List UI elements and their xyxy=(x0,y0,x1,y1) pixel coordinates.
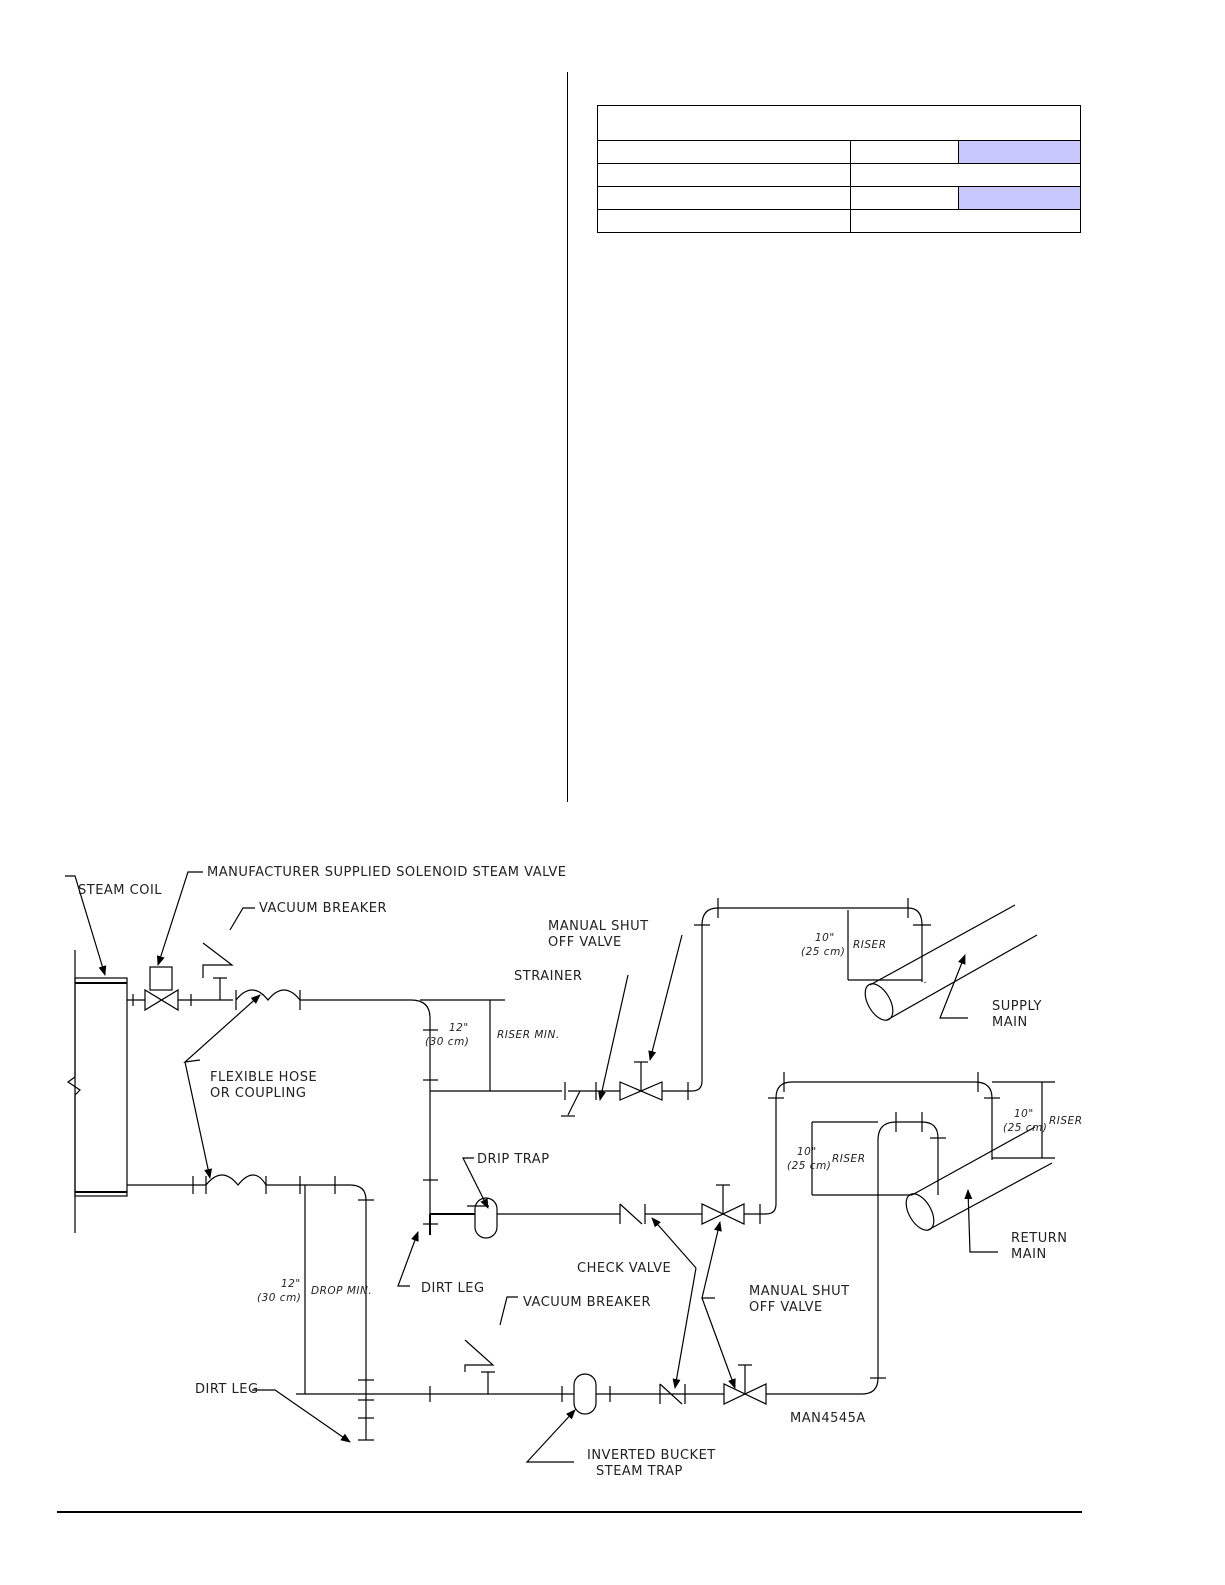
label-solenoid-valve: MANUFACTURER SUPPLIED SOLENOID STEAM VAL… xyxy=(207,865,567,880)
label-manual-shut-off-bottom-2: OFF VALVE xyxy=(749,1300,823,1315)
label-drop-cm: (30 cm) xyxy=(257,1292,301,1304)
column-divider xyxy=(567,72,568,802)
label-riser-inch: 12" xyxy=(449,1022,469,1034)
label-manual-shut-off-top-1: MANUAL SHUT xyxy=(548,919,649,934)
label-riser-right: RISER xyxy=(1049,1115,1083,1127)
label-dirt-leg-left: DIRT LEG xyxy=(195,1382,259,1397)
table-row xyxy=(597,209,1081,233)
label-drawing-number: MAN4545A xyxy=(790,1411,866,1426)
table-cell-highlight xyxy=(958,140,1081,164)
diagram-labels: STEAM COIL MANUFACTURER SUPPLIED SOLENOI… xyxy=(78,865,1083,1479)
leader-lines xyxy=(65,871,998,1463)
supply-main-pipe xyxy=(864,904,1038,1021)
label-check-valve: CHECK VALVE xyxy=(577,1261,671,1276)
piping-lines xyxy=(65,871,1055,1463)
label-riser-right-inch: 10" xyxy=(1014,1108,1034,1120)
label-supply-main-1: SUPPLY xyxy=(992,999,1042,1014)
table-row xyxy=(597,140,1081,164)
footer-rule xyxy=(57,1511,1082,1513)
supply-line xyxy=(127,898,931,1225)
label-riser-supply: RISER xyxy=(853,939,887,951)
table-cell-highlight xyxy=(958,186,1081,210)
label-vacuum-breaker-bottom: VACUUM BREAKER xyxy=(523,1295,651,1310)
label-drip-trap: DRIP TRAP xyxy=(477,1152,550,1167)
label-vacuum-breaker-top: VACUUM BREAKER xyxy=(259,901,387,916)
label-manual-shut-off-top-2: OFF VALVE xyxy=(548,935,622,950)
label-supply-main-2: MAIN xyxy=(992,1015,1028,1030)
dimension-lines xyxy=(296,910,1055,1395)
table-cell xyxy=(597,209,851,233)
label-inverted-bucket-1: INVERTED BUCKET xyxy=(587,1448,716,1463)
label-riser-min: RISER MIN. xyxy=(497,1029,560,1041)
label-riser-return-cm: (25 cm) xyxy=(787,1160,831,1172)
table-cell xyxy=(850,209,1081,233)
label-riser-supply-cm: (25 cm) xyxy=(801,946,845,958)
label-return-main-2: MAIN xyxy=(1011,1247,1047,1262)
drip-trap-line xyxy=(429,1072,1000,1239)
label-riser-right-cm: (25 cm) xyxy=(1003,1122,1047,1134)
label-manual-shut-off-bottom-1: MANUAL SHUT xyxy=(749,1284,850,1299)
steam-coil xyxy=(66,950,128,1233)
label-drop-inch: 12" xyxy=(281,1278,301,1290)
label-inverted-bucket-2: STEAM TRAP xyxy=(596,1464,683,1479)
return-main-pipe xyxy=(905,1126,1053,1231)
condensate-line xyxy=(127,1112,946,1441)
label-return-main-1: RETURN xyxy=(1011,1231,1067,1246)
label-riser-cm: (30 cm) xyxy=(425,1036,469,1048)
label-riser-return: RISER xyxy=(832,1153,866,1165)
label-flexible-hose-1: FLEXIBLE HOSE xyxy=(210,1070,317,1085)
label-dirt-leg-center: DIRT LEG xyxy=(421,1281,485,1296)
label-strainer: STRAINER xyxy=(514,969,582,984)
label-drop-min: DROP MIN. xyxy=(311,1285,372,1297)
label-riser-return-inch: 10" xyxy=(797,1146,817,1158)
label-steam-coil: STEAM COIL xyxy=(78,883,162,898)
label-riser-supply-inch: 10" xyxy=(815,932,835,944)
blank-table xyxy=(597,105,1081,233)
label-flexible-hose-2: OR COUPLING xyxy=(210,1086,306,1101)
